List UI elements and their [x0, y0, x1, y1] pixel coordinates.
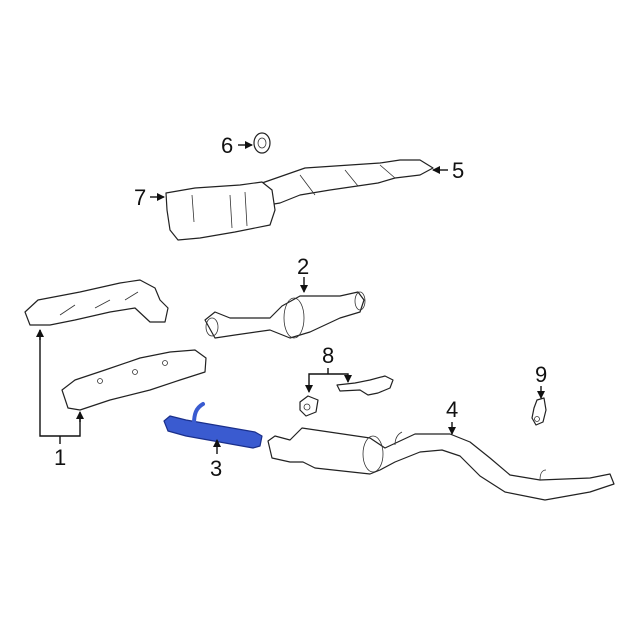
callout-7: 7: [134, 185, 147, 210]
part-1-upper-manifold[interactable]: [24, 279, 169, 326]
part-5-heat-shield[interactable]: [261, 159, 434, 206]
part-2-catalytic-converter[interactable]: [204, 291, 366, 339]
part-4-muffler-tailpipe[interactable]: [267, 427, 615, 501]
part-1-lower-manifold[interactable]: [61, 349, 207, 411]
part-8-hanger-right[interactable]: [336, 375, 394, 396]
part-9-hanger[interactable]: [531, 397, 547, 426]
callout-2: 2: [297, 254, 310, 279]
part-7-heat-shield[interactable]: [165, 181, 276, 241]
callout-8: 8: [322, 343, 335, 368]
callout-5: 5: [452, 158, 465, 183]
part-3-intermediate-pipe-highlighted[interactable]: [163, 402, 263, 449]
part-6-nut[interactable]: [253, 132, 271, 154]
part-8-hanger-left[interactable]: [299, 395, 319, 417]
callout-1: 1: [54, 445, 67, 470]
callout-9: 9: [535, 362, 548, 387]
callout-4: 4: [446, 397, 459, 422]
leader-8-bracket: [308, 373, 349, 384]
callout-3: 3: [210, 456, 223, 481]
callout-6: 6: [221, 133, 234, 158]
